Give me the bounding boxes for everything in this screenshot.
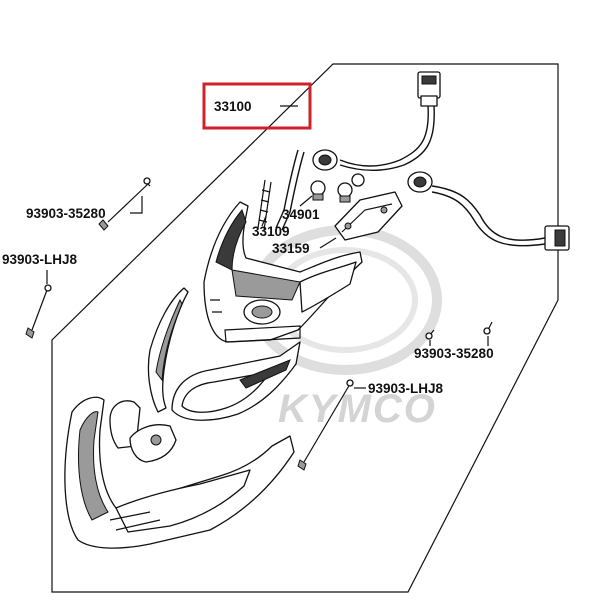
side-lens-strip <box>147 287 189 413</box>
callout-33100[interactable]: 33100 <box>214 99 298 114</box>
part-number-label: 34901 <box>282 207 320 222</box>
part-number-label: 33100 <box>214 99 252 114</box>
watermark-text: KYMCO <box>278 387 437 431</box>
callout-93903-35280-b[interactable]: 93903-35280 <box>414 336 494 361</box>
callout-34901[interactable]: 34901 <box>282 195 320 222</box>
bulb-socket-bracket <box>334 191 403 241</box>
reflector-parts <box>109 400 177 463</box>
part-number-label: 33159 <box>272 241 310 256</box>
headlight-bulbs <box>257 173 365 231</box>
callout-93903-lhj8-a[interactable]: 93903-LHJ8 <box>2 252 78 284</box>
part-number-label: 33109 <box>252 224 290 239</box>
part-number-label: 93903-LHJ8 <box>368 381 444 396</box>
assembly-boundary <box>51 63 559 593</box>
part-number-label: 93903-35280 <box>414 346 494 361</box>
selected-part-highlight <box>202 82 312 130</box>
callout-93903-lhj8-b[interactable]: 93903-LHJ8 <box>354 381 444 396</box>
part-number-label: 93903-LHJ8 <box>2 252 78 267</box>
screws-right <box>425 321 493 340</box>
front-cowl <box>64 396 295 549</box>
headlight-housing <box>203 201 363 343</box>
wiring-harness <box>275 71 570 251</box>
center-lens <box>171 341 301 421</box>
callout-33109[interactable]: 33109 <box>252 215 290 239</box>
screw-top-left <box>98 177 151 231</box>
screw-lower-right <box>297 379 354 471</box>
callout-33159[interactable]: 33159 <box>272 237 337 256</box>
callout-93903-35280-a[interactable]: 93903-35280 <box>26 196 143 221</box>
screw-left <box>25 284 52 339</box>
part-number-label: 93903-35280 <box>26 206 106 221</box>
